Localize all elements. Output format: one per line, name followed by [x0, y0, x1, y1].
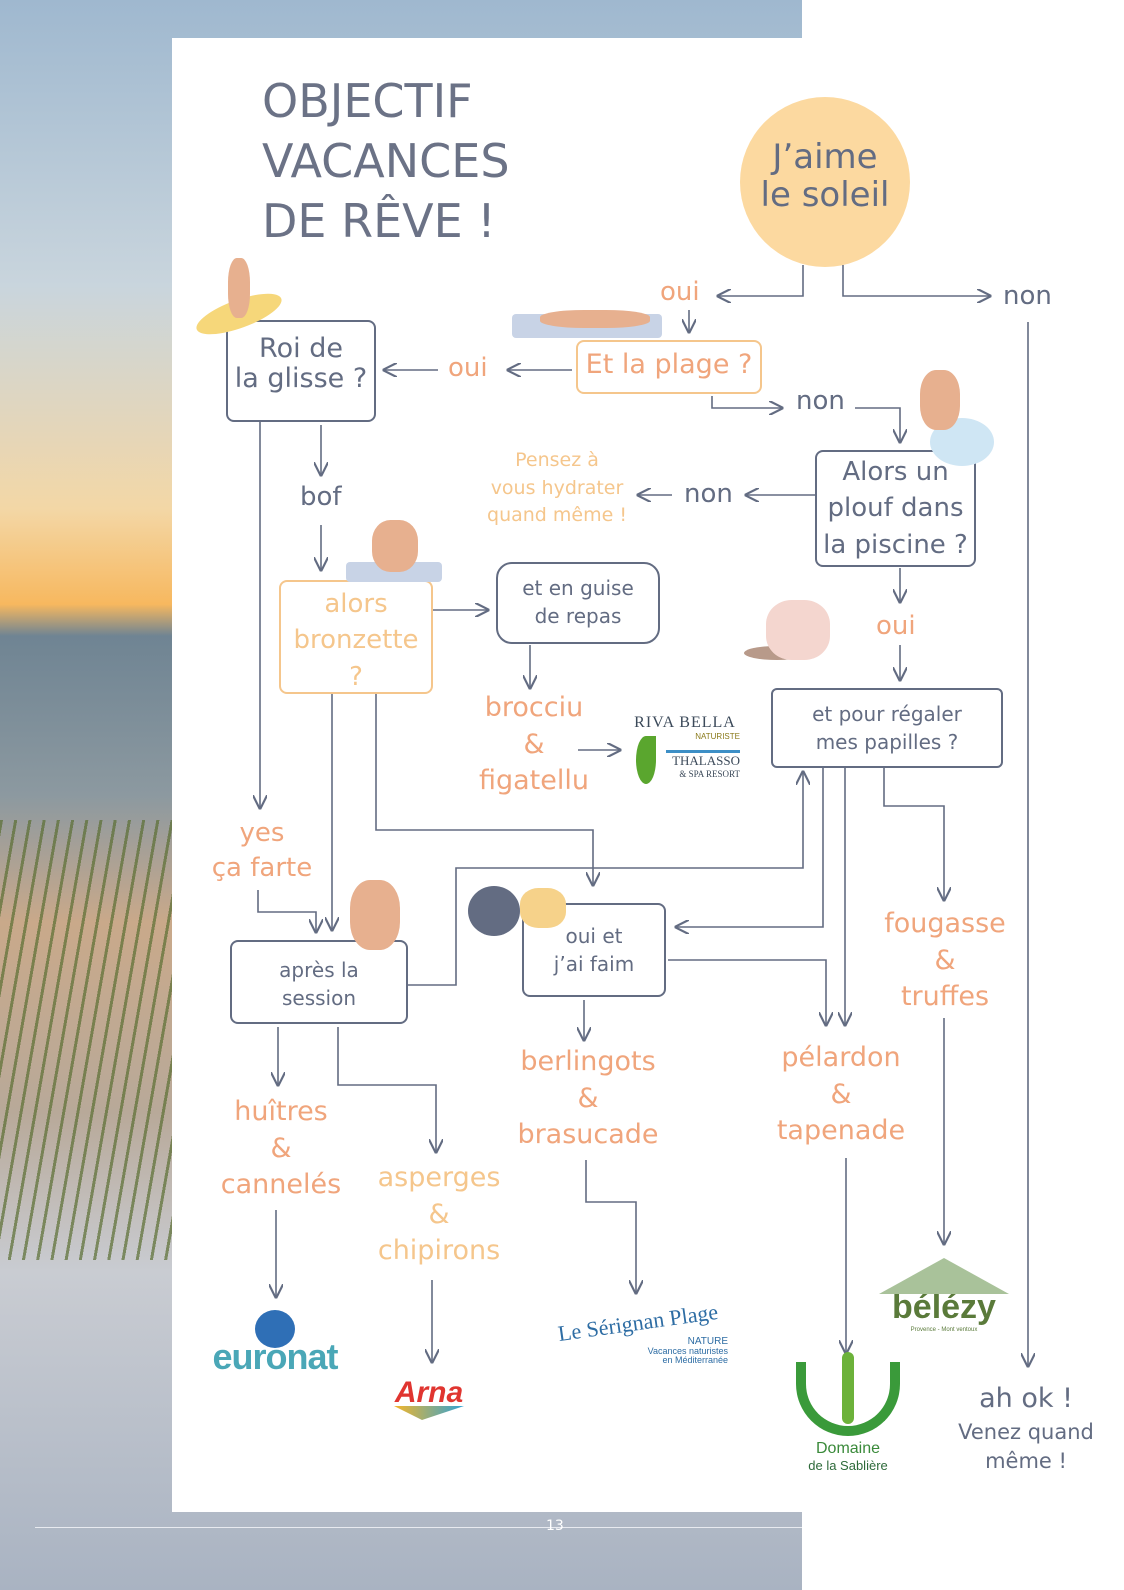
label-non: non	[796, 386, 845, 416]
title-line: DE RÊVE !	[262, 193, 496, 248]
logo-euronat: euronat	[200, 1310, 350, 1378]
logo-domaine-sabliere: Domaine de la Sablière	[790, 1352, 906, 1473]
label-bof: bof	[300, 482, 342, 512]
food-berlingots: berlingots&brasucade	[517, 1046, 659, 1151]
food-brocciu: brocciu&figatellu	[478, 692, 589, 797]
logo-arna: Arna	[382, 1376, 476, 1420]
node-faim	[522, 903, 666, 997]
logo-serignan-plage: Le Sérignan Plage NATURE Vacances naturi…	[556, 1298, 728, 1365]
page-number: 13	[546, 1518, 564, 1534]
petanque-ball-illustration	[468, 886, 520, 936]
label-oui: oui	[448, 353, 488, 383]
node-session	[230, 940, 408, 1024]
label-non: non	[684, 479, 733, 509]
start-circle	[740, 97, 910, 267]
node-plage-text: Et la plage ?	[585, 349, 753, 380]
food-huitres: huîtres&cannelés	[220, 1096, 342, 1201]
surfer-illustration	[228, 258, 250, 318]
node-piscine	[815, 450, 976, 567]
diners-illustration	[766, 600, 830, 660]
sitting-person-illustration	[350, 880, 400, 950]
node-glisse	[226, 320, 376, 422]
sunbather-illustration	[540, 310, 650, 328]
node-plage	[576, 340, 762, 394]
swimmer-illustration	[920, 370, 960, 430]
node-papilles	[771, 688, 1003, 768]
page-title: OBJECTIF VACANCES DE RÊVE !	[262, 72, 510, 251]
dune-grass	[0, 820, 172, 1260]
logo-belezy: bélézy Provence - Mont ventoux	[874, 1258, 1014, 1333]
food-fougasse: fougasse&truffes	[884, 908, 1006, 1013]
footer-rule	[35, 1527, 802, 1528]
reading-towel-illustration	[346, 562, 442, 582]
title-line: OBJECTIF	[262, 74, 473, 128]
title-line: VACANCES	[262, 133, 510, 188]
label-oui: oui	[660, 277, 700, 307]
food-pelardon: pélardon&tapenade	[776, 1042, 906, 1147]
reader-illustration	[372, 520, 418, 572]
label-non: non	[1003, 281, 1052, 311]
label-oui: oui	[876, 611, 916, 641]
food-asperges: asperges&chipirons	[377, 1162, 501, 1267]
logo-riva-bella: RIVA BELLA NATURISTE THALASSO & SPA RESO…	[630, 714, 740, 784]
petanque-player-illustration	[520, 888, 566, 928]
node-repas	[496, 562, 660, 644]
